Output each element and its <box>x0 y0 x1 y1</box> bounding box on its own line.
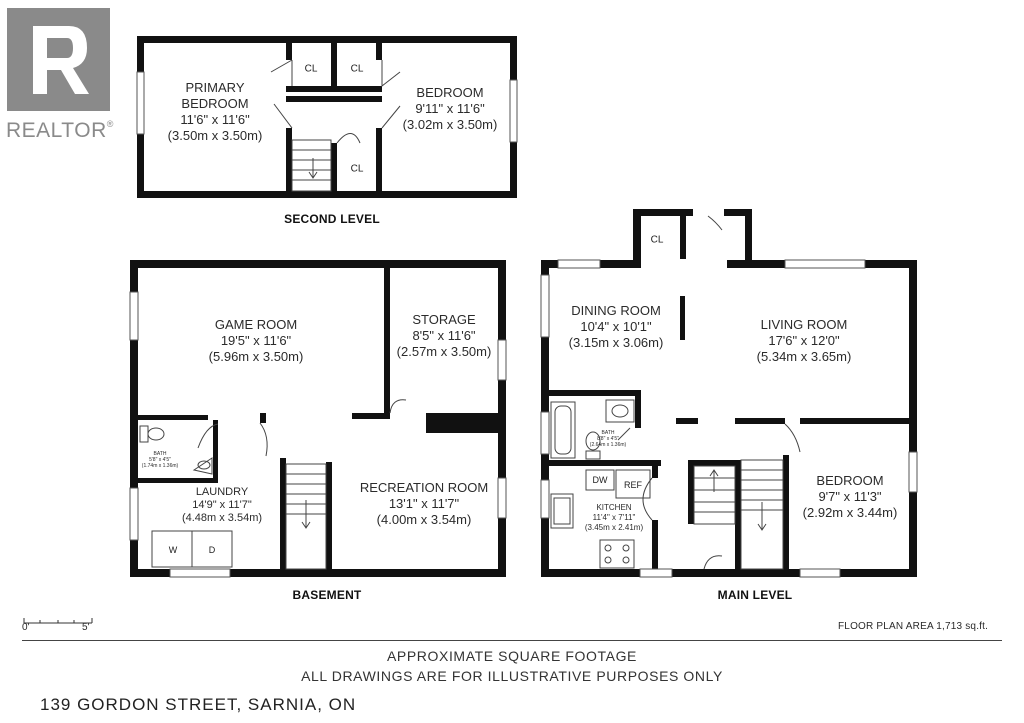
fridge-label: REF <box>624 480 642 490</box>
realtor-r-icon <box>7 8 110 111</box>
level-title-basement: BASEMENT <box>292 588 362 602</box>
dryer-label: D <box>208 545 216 555</box>
realtor-logo: REALTOR® <box>6 8 113 142</box>
scale-start: 0' <box>22 622 30 633</box>
floor-plan-area: FLOOR PLAN AREA 1,713 sq.ft. <box>838 621 989 632</box>
dishwasher-label: DW <box>592 475 608 485</box>
room-game-room: GAME ROOM 19'5" x 11'6" (5.96m x 3.50m) <box>208 317 304 364</box>
closet-label: CL <box>350 163 364 175</box>
room-bedroom-main: BEDROOM 9'7" x 11'3" (2.92m x 3.44m) <box>802 473 898 520</box>
room-main-bath: BATH 8'8" x 4'5" (2.64m x 1.36m) <box>589 430 627 448</box>
scale-ruler-icon <box>23 618 93 624</box>
property-address: 139 GORDON STREET, SARNIA, ON <box>40 695 357 714</box>
room-living-room: LIVING ROOM 17'6" x 12'0" (5.34m x 3.65m… <box>756 317 852 364</box>
room-recreation-room: RECREATION ROOM 13'1" x 11'7" (4.00m x 3… <box>359 480 489 527</box>
divider <box>22 640 1002 641</box>
room-kitchen: KITCHEN 11'4" x 7'11" (3.45m x 2.41m) <box>584 503 644 532</box>
disclaimer-line-1: APPROXIMATE SQUARE FOOTAGE <box>386 648 638 664</box>
scale-end: 5' <box>82 622 90 633</box>
room-bedroom-second: BEDROOM 9'11" x 11'6" (3.02m x 3.50m) <box>402 85 498 132</box>
closet-label: CL <box>350 63 364 75</box>
closet-label: CL <box>650 234 664 246</box>
level-title-main: MAIN LEVEL <box>717 588 793 602</box>
room-primary-bedroom: PRIMARY BEDROOM 11'6" x 11'6" (3.50m x 3… <box>167 80 263 143</box>
scale-bar: 0' 5' <box>22 612 102 634</box>
room-storage: STORAGE 8'5" x 11'6" (2.57m x 3.50m) <box>396 312 492 359</box>
washer-label: W <box>168 545 178 555</box>
level-title-second: SECOND LEVEL <box>284 212 380 226</box>
room-laundry: LAUNDRY 14'9" x 11'7" (4.48m x 3.54m) <box>181 486 263 524</box>
closet-label: CL <box>304 63 318 75</box>
room-basement-bath: BATH 5'8" x 4'5" (1.74m x 1.36m) <box>141 451 179 469</box>
realtor-wordmark: REALTOR® <box>6 119 114 142</box>
room-dining-room: DINING ROOM 10'4" x 10'1" (3.15m x 3.06m… <box>568 303 664 350</box>
disclaimer-line-2: ALL DRAWINGS ARE FOR ILLUSTRATIVE PURPOS… <box>301 668 723 684</box>
